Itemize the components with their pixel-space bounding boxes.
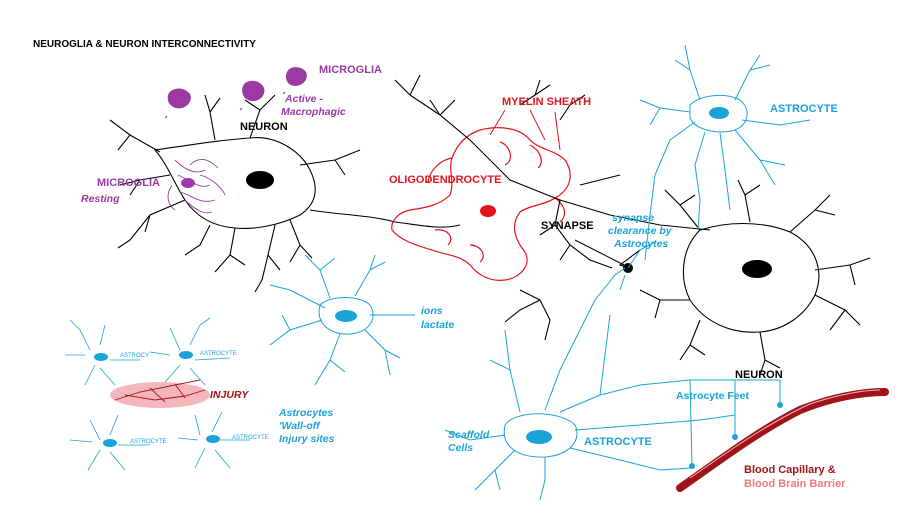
label-wall-off-2: 'Wall-off	[279, 420, 320, 432]
label-synapse-clearance-1: synapse	[612, 212, 655, 224]
label-microglia-left: MICROGLIA	[97, 177, 160, 189]
injury-halo	[110, 382, 210, 408]
label-wall-off-1: Astrocytes	[279, 407, 334, 419]
microglia-resting-body	[181, 178, 195, 188]
neuron-right	[618, 179, 871, 376]
label-mini-astrocyte-3: ASTROCYTE	[130, 439, 167, 445]
microglia-active-group	[167, 67, 307, 116]
label-astrocyte-top: ASTROCYTE	[770, 103, 838, 115]
label-ions: ions	[421, 305, 443, 317]
astrocyte-top-right	[639, 44, 811, 261]
blood-capillary-highlight	[689, 389, 881, 479]
label-mini-astrocyte-4: ASTROCYTE	[232, 435, 269, 441]
label-wall-off-3: Injury sites	[279, 433, 335, 445]
label-microglia-active: Active -	[285, 93, 323, 105]
oligodendrocyte	[391, 127, 571, 281]
small-astrocyte-nuclei	[94, 351, 220, 447]
label-mini-astrocyte-2: ASTROCYTE	[200, 351, 237, 357]
label-microglia-top: MICROGLIA	[319, 64, 382, 76]
label-synapse: SYNAPSE	[541, 220, 594, 232]
label-neuron-top: NEURON	[240, 121, 288, 133]
label-oligodendrocyte: OLIGODENDROCYTE	[389, 174, 502, 186]
astrocyte-middle	[269, 254, 415, 386]
label-injury: INJURY	[210, 389, 249, 401]
myelin-pointer-lines	[489, 109, 561, 151]
label-blood-capillary: Blood Capillary &	[744, 464, 836, 476]
label-myelin-sheath: MYELIN SHEATH	[502, 96, 592, 108]
small-astrocytes	[65, 317, 250, 471]
label-microglia-macrophagic: Macrophagic	[281, 106, 346, 118]
blood-capillary	[676, 388, 889, 492]
diagram-title: NEUROGLIA & NEURON INTERCONNECTIVITY	[33, 39, 256, 50]
oligodendrocyte-nucleus	[480, 205, 496, 217]
label-bbb: Blood Brain Barrier	[744, 478, 846, 490]
label-astrocyte-bottom: ASTROCYTE	[584, 436, 652, 448]
axon-through-oligodendrocyte	[394, 74, 711, 341]
label-scaffold-2: Cells	[448, 442, 474, 454]
neuron-top-left	[109, 94, 461, 293]
label-neuron-right: NEURON	[735, 369, 783, 381]
label-synapse-clearance-2: clearance by	[608, 225, 672, 237]
neuron-nucleus-top	[246, 171, 274, 189]
astrocyte-feet-markers	[689, 402, 783, 469]
label-astrocyte-feet: Astrocyte Feet	[676, 390, 749, 402]
astrocyte-bottom-nucleus	[526, 430, 552, 444]
neuron-nucleus-right	[742, 260, 772, 278]
astrocyte-middle-nucleus	[335, 310, 357, 322]
label-mini-astrocyte-1: ASTROCY	[120, 353, 150, 359]
astrocyte-bottom	[444, 267, 780, 501]
label-scaffold-1: Scaffold	[448, 429, 490, 441]
label-lactate: lactate	[421, 319, 455, 331]
injury-scar	[114, 379, 206, 403]
astrocyte-top-nucleus	[709, 107, 729, 119]
label-microglia-resting: Resting	[81, 193, 120, 205]
label-synapse-clearance-3: Astrocytes	[614, 238, 669, 250]
